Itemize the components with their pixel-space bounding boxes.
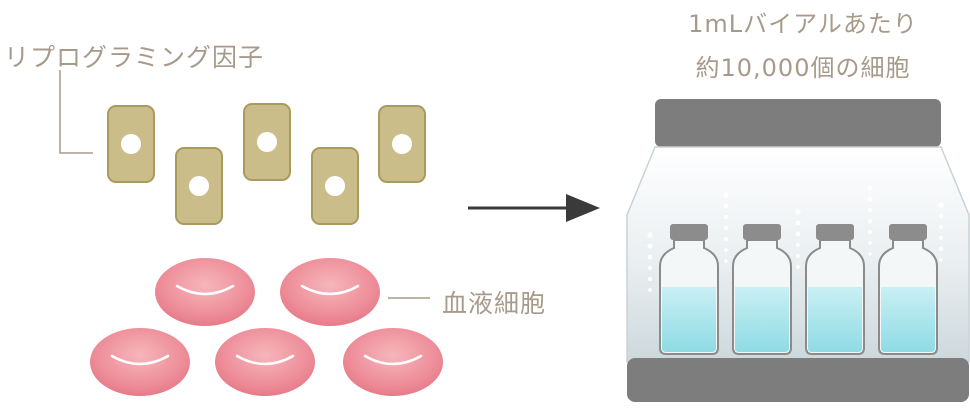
- blood-cell-icon: [280, 258, 380, 326]
- reprogramming-factor-group: [107, 103, 426, 225]
- bubble: [724, 259, 728, 263]
- container-lid: [655, 99, 941, 147]
- reprogramming-factor-icon: [107, 105, 155, 183]
- bubble: [867, 185, 873, 191]
- bubble: [723, 225, 729, 231]
- bubble: [938, 202, 944, 208]
- blood-cell-icon: [343, 328, 443, 396]
- bubble: [647, 243, 653, 249]
- blood-cell-icon: [215, 328, 315, 396]
- vial-icon: [732, 224, 792, 355]
- bubble: [795, 231, 801, 237]
- bubble: [868, 252, 872, 256]
- bubble: [795, 220, 801, 226]
- bubble: [867, 207, 873, 213]
- vial-group: [659, 224, 938, 355]
- factor-label: リプログラミング因子: [4, 43, 265, 72]
- reprogramming-factor-icon: [243, 103, 291, 181]
- container-base: [627, 358, 969, 402]
- bubble: [647, 232, 653, 238]
- bubble: [938, 224, 944, 230]
- bubble: [723, 192, 729, 198]
- blood-cell-icon: [90, 328, 190, 396]
- vial-caption-line1: 1mLバイアルあたり: [688, 10, 918, 38]
- bubble: [647, 265, 653, 271]
- reprogramming-factor-icon: [175, 147, 223, 225]
- bubble: [868, 241, 872, 245]
- bubble: [648, 288, 652, 292]
- bubble: [648, 277, 652, 281]
- cryo-container-icon: [626, 99, 970, 402]
- right-arrow-icon: [468, 194, 600, 222]
- bubble: [724, 237, 728, 241]
- blood-cell-group: [90, 258, 443, 396]
- vial-caption-line2: 約10,000個の細胞: [695, 54, 911, 82]
- vial-icon: [659, 224, 719, 355]
- bubble: [938, 235, 944, 241]
- bubble: [796, 265, 800, 269]
- blood-cell-icon: [155, 258, 255, 326]
- vial-icon: [878, 224, 938, 355]
- bubble: [795, 242, 801, 248]
- bubble: [939, 258, 943, 262]
- blood-cells-label: 血液細胞: [442, 289, 547, 318]
- bubble-group: [647, 185, 944, 292]
- bubble: [867, 196, 873, 202]
- bubble: [868, 230, 872, 234]
- factor-leader-line: [59, 70, 93, 154]
- bubble: [647, 254, 653, 260]
- bubble: [796, 254, 800, 258]
- bubble: [939, 247, 943, 251]
- bubble: [724, 248, 728, 252]
- vial-icon: [805, 224, 865, 355]
- reprogramming-factor-icon: [378, 105, 426, 183]
- reprogramming-factor-icon: [311, 147, 359, 225]
- bubble: [938, 213, 944, 219]
- bubble: [723, 214, 729, 220]
- bubble: [795, 209, 801, 215]
- bubble: [867, 218, 873, 224]
- bubble: [723, 203, 729, 209]
